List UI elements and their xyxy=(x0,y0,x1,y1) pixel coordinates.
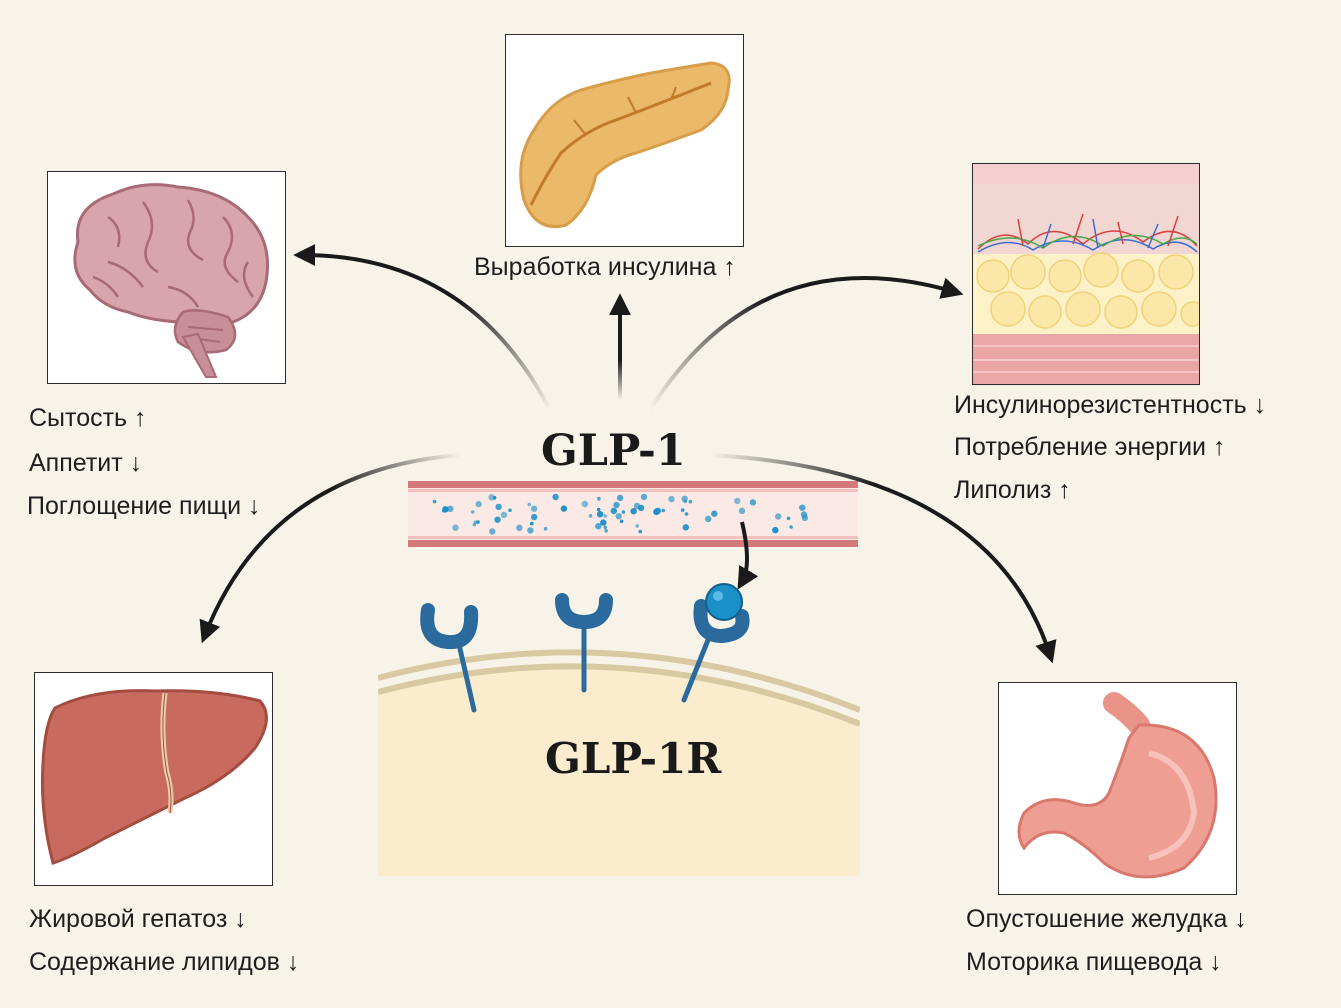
glp1-molecule-dot xyxy=(749,499,757,506)
arrow-to-stomach xyxy=(709,453,1057,664)
liver-image-box xyxy=(34,672,273,886)
glp1-molecule-dot xyxy=(640,493,648,501)
glp1-molecule-dot xyxy=(473,520,478,524)
glp1-molecule-dot xyxy=(447,505,454,512)
liver-effect-1: Жировой гепатоз ↓ xyxy=(29,905,247,933)
glp1-molecule-dot xyxy=(801,514,809,522)
glp1-molecule-dot xyxy=(552,493,559,501)
adipose-image-box xyxy=(972,163,1200,385)
glp1-molecule-dot xyxy=(588,514,593,518)
glp1-receptor-2 xyxy=(555,593,613,693)
glp1-molecule-dot xyxy=(683,499,687,504)
glp1-molecule-dot xyxy=(603,525,607,530)
glp1-molecule-dot xyxy=(596,511,604,518)
glp1-molecule-dot xyxy=(653,508,660,516)
glp1-molecule-dot xyxy=(581,500,589,508)
glp1-molecule-dot xyxy=(615,513,622,520)
glp1-molecule-dot xyxy=(604,529,608,533)
adipose-effect-3: Липолиз ↑ xyxy=(954,476,1071,504)
glp1-molecule-dot xyxy=(476,520,480,524)
arrow-to-liver xyxy=(199,453,461,644)
brain-icon xyxy=(73,183,270,378)
stomach-effect-2: Моторика пищевода ↓ xyxy=(966,948,1222,976)
glp1-molecule-dot xyxy=(621,510,626,514)
arrow-vessel-to-receptor xyxy=(737,521,759,590)
pancreas-icon xyxy=(519,61,731,228)
glp1-molecule-dot xyxy=(789,525,793,529)
glp1-molecule-dot xyxy=(527,502,532,507)
glp1-molecule-bound xyxy=(705,583,743,621)
arrow-to-brain xyxy=(293,244,552,411)
stomach-image-box xyxy=(998,682,1237,895)
glp1-molecule-dot xyxy=(619,519,624,524)
glp1-molecule-dot xyxy=(630,508,637,515)
arrow-to-adipose xyxy=(648,276,964,412)
glp1-molecule-dot xyxy=(684,512,689,516)
glp1-molecule-dot xyxy=(531,513,538,521)
glp1-molecule-dot xyxy=(530,521,534,526)
glp1-molecule-dot xyxy=(786,516,791,521)
stomach-effect-1: Опустошение желудка ↓ xyxy=(966,905,1247,933)
glp1-molecules-in-blood xyxy=(432,493,809,535)
glp1-molecule-dot xyxy=(543,526,548,531)
target-cell xyxy=(378,649,860,876)
glp1-molecule-dot xyxy=(633,502,641,510)
glp1-molecule-dot xyxy=(688,499,693,504)
glp1-molecule-dot xyxy=(470,510,475,514)
pancreas-effect-1: Выработка инсулина ↑ xyxy=(474,253,736,281)
glp1-molecule-dot xyxy=(500,511,508,519)
glp1-receptor-bound xyxy=(681,583,750,703)
glp1-molecule-dot xyxy=(596,507,601,512)
glp1-molecule-dot xyxy=(530,505,538,512)
glp1-molecule-dot xyxy=(668,495,675,503)
pancreas-image-box xyxy=(505,34,744,247)
glp1-receptor-1 xyxy=(420,603,479,713)
liver-effect-2: Содержание липидов ↓ xyxy=(29,948,300,976)
stomach-icon xyxy=(1017,692,1218,879)
glp1r-label: GLP-1R xyxy=(545,734,722,783)
liver-icon xyxy=(40,689,268,865)
glp1-molecule-dot xyxy=(560,505,568,512)
glp1-molecule-dot xyxy=(442,506,449,513)
adipose-tissue-icon xyxy=(973,164,1199,384)
brain-image-box xyxy=(47,171,286,384)
glp1-molecule-dot xyxy=(452,524,459,531)
glp1-molecule-dot xyxy=(597,496,601,501)
glp1-molecule-dot xyxy=(595,523,602,530)
glp1-molecule-dot xyxy=(616,494,624,502)
blood-vessel xyxy=(408,481,858,547)
brain-effect-3: Поглощение пищи ↓ xyxy=(27,492,261,520)
adipose-effect-1: Инсулинорезистентность ↓ xyxy=(954,391,1267,419)
glp1-molecule-dot xyxy=(488,494,495,501)
glp1-molecule-dot xyxy=(738,507,746,514)
glp1-molecule-dot xyxy=(600,519,607,526)
glp1-molecule-dot xyxy=(775,513,782,520)
brain-effect-2: Аппетит ↓ xyxy=(29,449,143,477)
glp1-molecule-dot xyxy=(475,500,482,508)
adipose-effect-2: Потребление энергии ↑ xyxy=(954,433,1226,461)
glp1-molecule-dot xyxy=(613,501,620,509)
glp1-molecule-dot xyxy=(680,508,685,512)
glp1-label: GLP-1 xyxy=(541,426,686,476)
glp1-molecule-dot xyxy=(527,527,534,534)
glp1-molecule-dot xyxy=(661,508,665,513)
glp1-molecule-dot xyxy=(711,510,718,517)
glp1-molecule-dot xyxy=(610,507,617,515)
glp1-molecule-dot xyxy=(494,516,501,523)
glp1-molecule-dot xyxy=(734,497,741,505)
glp1-molecule-dot xyxy=(682,524,689,531)
glp1-molecule-dot xyxy=(516,524,523,531)
glp1-molecule-dot xyxy=(638,529,643,534)
glp1-molecule-dot xyxy=(705,515,712,523)
glp1-molecule-dot xyxy=(799,504,806,511)
glp1-molecule-dot xyxy=(772,526,779,534)
brain-effect-1: Сытость ↑ xyxy=(29,404,147,432)
glp1-molecule-dot xyxy=(635,524,639,528)
glp1-molecule-dot xyxy=(489,528,496,535)
glp1-molecule-dot xyxy=(603,514,607,518)
glp1-molecule-dot xyxy=(432,499,437,504)
glp1-molecule-dot xyxy=(508,508,512,512)
glp1-molecule-dot xyxy=(495,503,502,511)
